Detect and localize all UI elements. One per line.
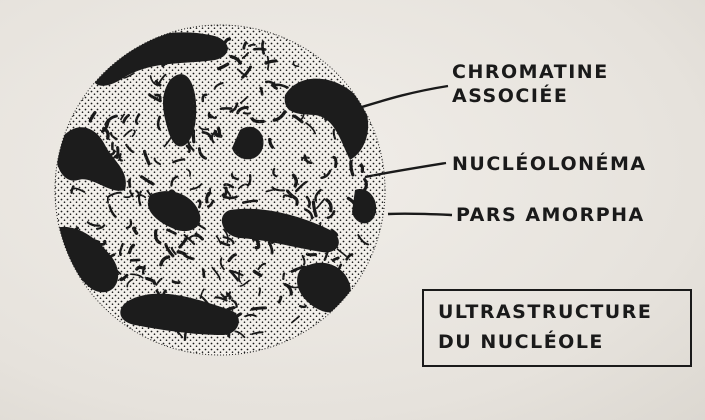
label-chromatine-line1: CHROMATINE [452,60,609,84]
nucleolonema-strand [252,308,265,309]
nucleolonema-strand [279,297,281,302]
nucleolonema-strand [300,306,306,307]
nucleolonema-strand [262,42,263,54]
label-chromatine-line2: ASSOCIÉE [452,84,609,108]
label-chromatine-associee: CHROMATINE ASSOCIÉE [452,60,609,108]
leader-line-pars-amorpha [388,214,452,215]
nucleolonema-strand [224,197,237,198]
label-nucleolonema: NUCLÉOLONÉMA [452,152,647,176]
leader-line-chromatine [362,86,448,107]
nucleolonema-strand [203,270,204,277]
label-pars-amorpha: PARS AMORPHA [456,203,645,227]
title-line2: DU NUCLÉOLE [438,331,604,353]
nucleolonema-strand [117,148,118,158]
nucleolonema-strand [283,274,284,279]
nucleolonema-strand [173,282,179,283]
nucleolonema-strand [307,254,315,255]
nucleolonema-strand [244,113,250,114]
nucleolonema-strand [185,332,186,340]
nucleolonema-strand [137,267,144,269]
title-line1: ULTRASTRUCTURE [438,301,652,323]
nucleolonema-strand [134,228,137,233]
nucleolonema-strand [361,165,363,171]
nucleolonema-strand [158,117,160,129]
nucleolonema-strand [261,88,263,94]
title-box: ULTRASTRUCTURE DU NUCLÉOLE [422,289,692,367]
